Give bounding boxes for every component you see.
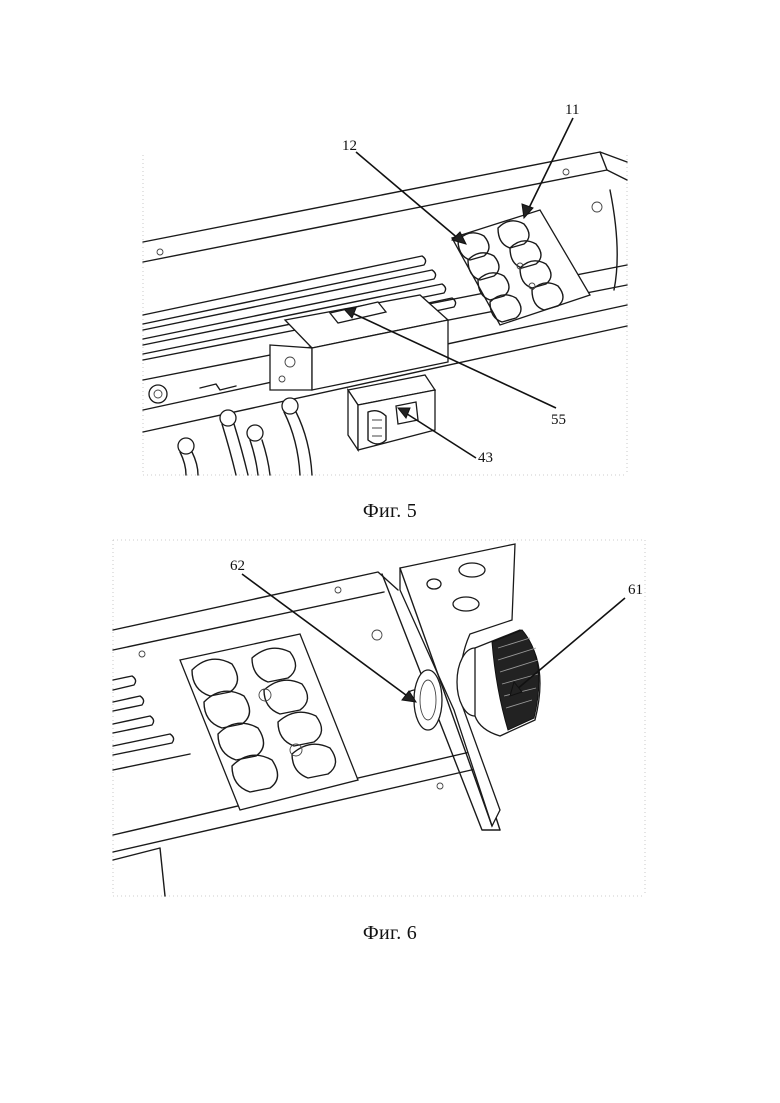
terminal-block	[180, 634, 358, 810]
fuse-holder-43	[348, 375, 435, 450]
leader-61	[516, 598, 625, 690]
leader-12	[356, 152, 460, 240]
label-61: 61	[628, 582, 643, 598]
label-12: 12	[342, 138, 357, 154]
figure-6-caption: Фиг. 6	[0, 922, 780, 945]
leader-11	[528, 118, 573, 210]
knob-61	[457, 630, 540, 736]
label-11: 11	[565, 102, 579, 118]
figure-5-drawing: 12 11 55 43	[0, 90, 780, 490]
terminal-block	[452, 210, 590, 325]
cable-glands	[149, 384, 312, 475]
vent-slots	[113, 676, 190, 896]
figure-6: 62 61	[0, 530, 780, 910]
figure-5-caption: Фиг. 5	[0, 500, 780, 523]
figure-6-drawing: 62 61	[0, 530, 780, 910]
label-43: 43	[478, 450, 493, 466]
figure-5: 12 11 55 43	[0, 90, 780, 490]
label-55: 55	[551, 412, 566, 428]
label-62: 62	[230, 558, 245, 574]
